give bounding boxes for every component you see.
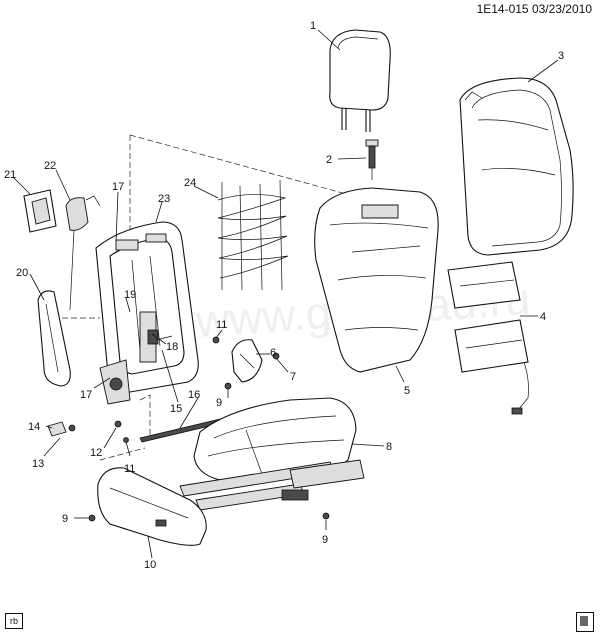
headrest-guide <box>365 139 379 180</box>
leader-lines <box>13 29 559 559</box>
callout-20: 20 <box>16 267 28 279</box>
callout-11b: 11 <box>124 463 135 475</box>
corner-logo-icon <box>576 612 594 632</box>
rb-badge: rb <box>5 613 24 629</box>
recliner-mechanism <box>99 359 131 405</box>
callout-5: 5 <box>404 385 410 397</box>
seat-back-springs <box>217 179 289 291</box>
callout-9c: 9 <box>322 534 328 546</box>
callout-labels: 1 2 3 4 5 6 7 8 9 9 9 10 11 11 12 13 14 … <box>4 20 564 571</box>
seat-back-cover <box>459 77 574 256</box>
release-bezel <box>23 189 57 233</box>
callout-19: 19 <box>124 289 136 301</box>
heater-pads <box>447 261 529 415</box>
callout-17a: 17 <box>112 181 124 193</box>
callout-10: 10 <box>144 559 156 571</box>
callout-4: 4 <box>540 311 546 323</box>
callout-17b: 17 <box>80 389 92 401</box>
callout-8: 8 <box>386 441 392 453</box>
clip <box>47 421 76 437</box>
fasteners <box>88 336 330 522</box>
callout-6: 6 <box>270 347 276 359</box>
seat-back-frame <box>95 221 199 393</box>
recliner-motor <box>139 311 173 363</box>
callout-3: 3 <box>558 50 564 62</box>
release-handle <box>65 195 101 311</box>
callout-11a: 11 <box>216 319 227 331</box>
callout-9b: 9 <box>62 513 68 525</box>
callout-14: 14 <box>28 421 40 433</box>
callout-2: 2 <box>326 154 332 166</box>
callout-1: 1 <box>310 20 316 32</box>
document-id: 1E14-015 03/23/2010 <box>476 2 592 16</box>
side-shield <box>97 467 207 546</box>
callout-13: 13 <box>32 458 44 470</box>
side-bracket <box>231 339 263 383</box>
back-trim-panel <box>37 290 71 387</box>
callout-12: 12 <box>90 447 102 459</box>
callout-24: 24 <box>184 177 196 189</box>
callout-16: 16 <box>188 389 200 401</box>
callout-23: 23 <box>158 193 170 205</box>
callout-22: 22 <box>44 160 56 172</box>
callout-7: 7 <box>290 371 296 383</box>
callout-15: 15 <box>170 403 182 415</box>
headrest <box>329 29 391 132</box>
callout-21: 21 <box>4 169 16 181</box>
callout-18: 18 <box>166 341 178 353</box>
callout-9a: 9 <box>216 397 222 409</box>
seat-cushion-assembly <box>179 397 365 511</box>
seat-back-pad <box>314 187 439 373</box>
